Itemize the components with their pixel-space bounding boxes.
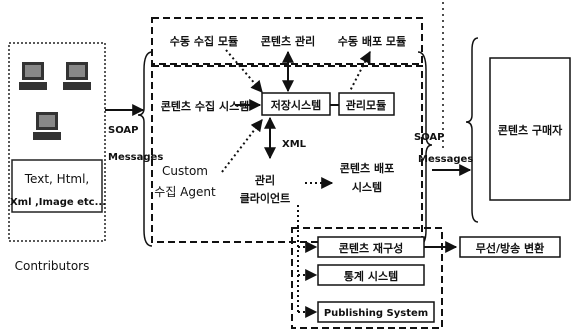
distribute-system-line2: 시스템 — [352, 180, 382, 194]
content-manage: 콘텐츠 관리 — [261, 34, 315, 48]
computer-icon — [63, 62, 91, 90]
soap-out-line2: Messages — [418, 154, 473, 165]
content-types-line2: Xml ,Image etc... — [10, 197, 106, 208]
distribute-system-line1: 콘텐츠 배포 — [340, 161, 394, 175]
stats-label: 통계 시스템 — [344, 269, 398, 283]
custom-agent-line1: Custom — [162, 164, 208, 178]
buyer-label: 콘텐츠 구매자 — [498, 123, 563, 137]
xml-label: XML — [282, 139, 307, 150]
wireless-label: 무선/방송 변환 — [476, 241, 545, 255]
computer-icon — [33, 112, 61, 140]
manage-module-label: 관리모듈 — [346, 98, 386, 112]
manual-collect-arrow — [226, 50, 262, 92]
computer-icon — [19, 62, 47, 90]
soap-in-line1: SOAP — [108, 125, 139, 136]
content-types-line1: Text, Html, — [24, 172, 89, 186]
buyer-bracket — [466, 38, 478, 222]
admin-client-line1: 관리 — [255, 173, 275, 187]
right-brace — [418, 52, 432, 246]
publishing-label: Publishing System — [324, 308, 428, 319]
manual-distribute-module: 수동 배포 모듈 — [338, 34, 406, 48]
soap-out-line1: SOAP — [414, 132, 445, 143]
left-brace — [138, 52, 152, 246]
reconstruct-label: 콘텐츠 재구성 — [339, 241, 404, 255]
manual-distribute-arrow — [350, 52, 370, 91]
manual-collect-module: 수동 수집 모듈 — [170, 34, 238, 48]
custom-agent-line2: 수집 Agent — [154, 185, 216, 199]
agent-to-storage-arrow — [222, 120, 262, 172]
admin-client-line2: 클라이언트 — [240, 191, 291, 205]
contributors-label: Contributors — [15, 259, 90, 273]
storage-system-label: 저장시스템 — [271, 98, 322, 112]
soap-in-line2: Messages — [108, 152, 163, 163]
